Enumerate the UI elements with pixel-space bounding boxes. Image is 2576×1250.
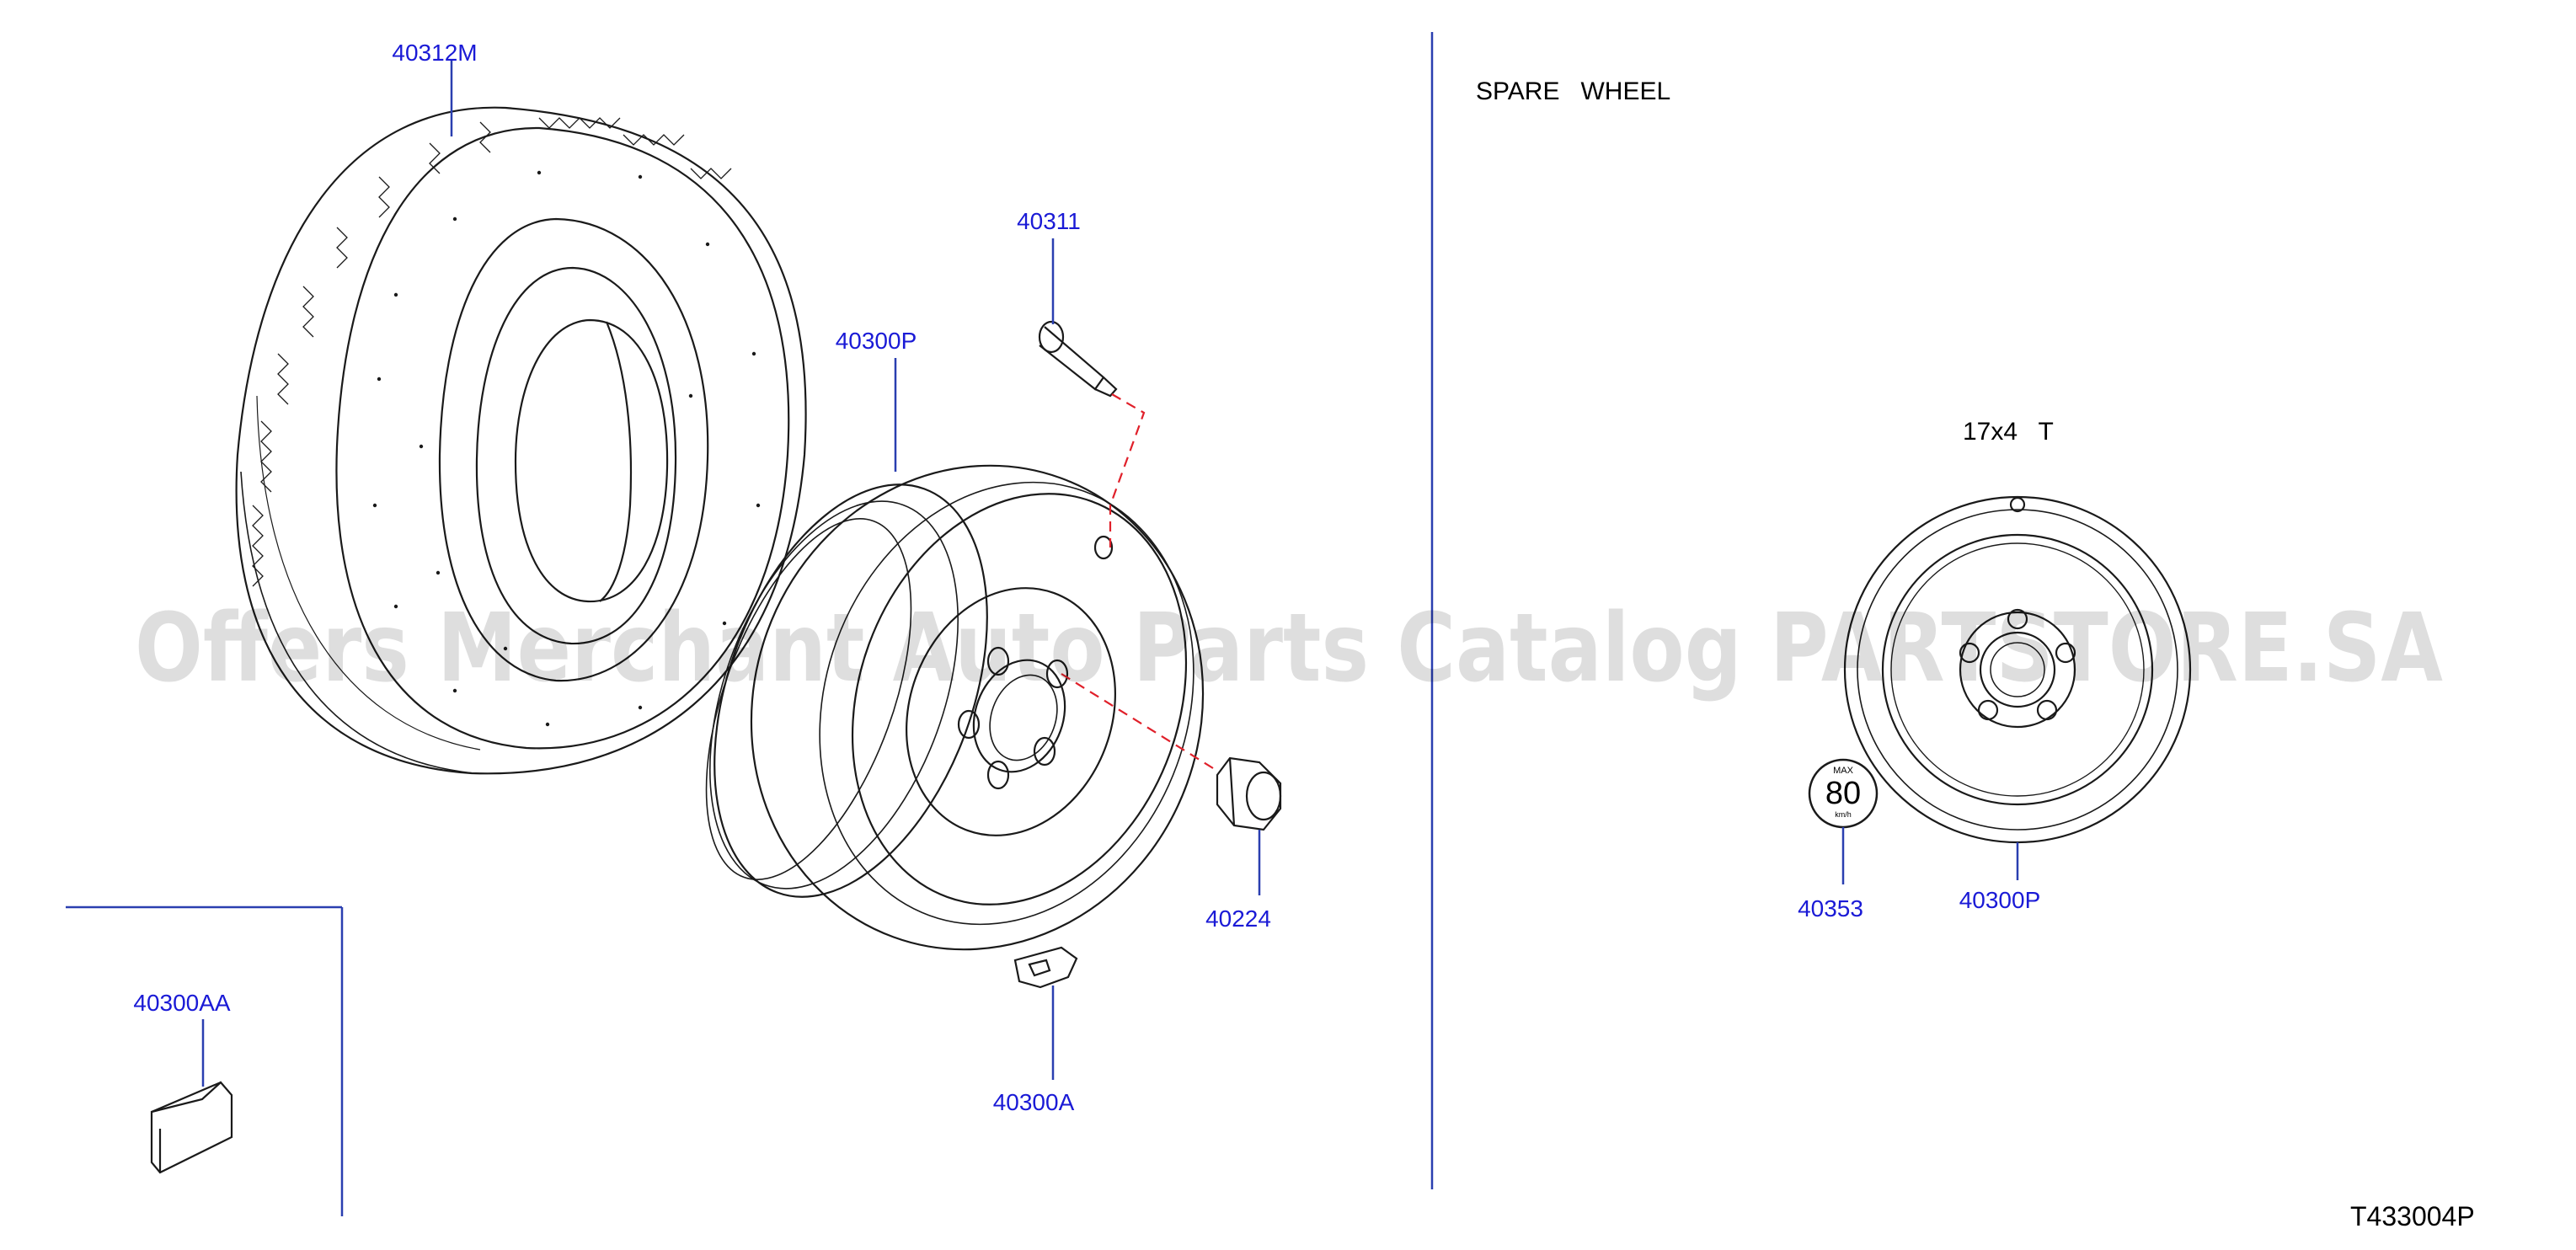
callout-balance-weight[interactable]: 40300AA <box>133 990 231 1016</box>
callout-weight-clip[interactable]: 40300A <box>993 1089 1075 1115</box>
spare-wheel-size: 17x4 T <box>1963 418 2054 446</box>
callout-nut[interactable]: 40224 <box>1205 905 1271 932</box>
frame-lines <box>66 32 1434 1216</box>
leader-lines <box>201 61 2019 1087</box>
valve-stem-drawing <box>1038 320 1118 398</box>
speed-label-unit: km/h <box>1835 810 1852 819</box>
callout-valve[interactable]: 40311 <box>1017 208 1081 234</box>
section-title: SPARE WHEEL <box>1476 77 1670 105</box>
speed-label-max-text: MAX <box>1833 766 1854 776</box>
balance-weight-drawing <box>150 1081 233 1174</box>
wheel-nut-drawing <box>1216 756 1282 831</box>
callout-speed-label[interactable]: 40353 <box>1798 895 1863 921</box>
wheel-drawing <box>705 464 1205 951</box>
watermark-text: Offers Merchant Auto Parts Catalog PARTS… <box>135 594 2443 703</box>
tire-drawing <box>235 106 807 775</box>
speed-label-value: 80 <box>1825 776 1861 811</box>
tire-sidewall-dots <box>372 170 761 727</box>
assembly-dashed-lines <box>1061 393 1214 769</box>
callout-tire[interactable]: 40312M <box>392 40 477 66</box>
callout-spare-wheel[interactable]: 40300P <box>1959 887 2041 913</box>
speed-limit-label: MAX 80 km/h <box>1808 758 1879 829</box>
weight-clip-drawing <box>1013 946 1078 989</box>
drawing-code: T433004P <box>2350 1201 2475 1231</box>
callout-wheel[interactable]: 40300P <box>836 328 917 354</box>
